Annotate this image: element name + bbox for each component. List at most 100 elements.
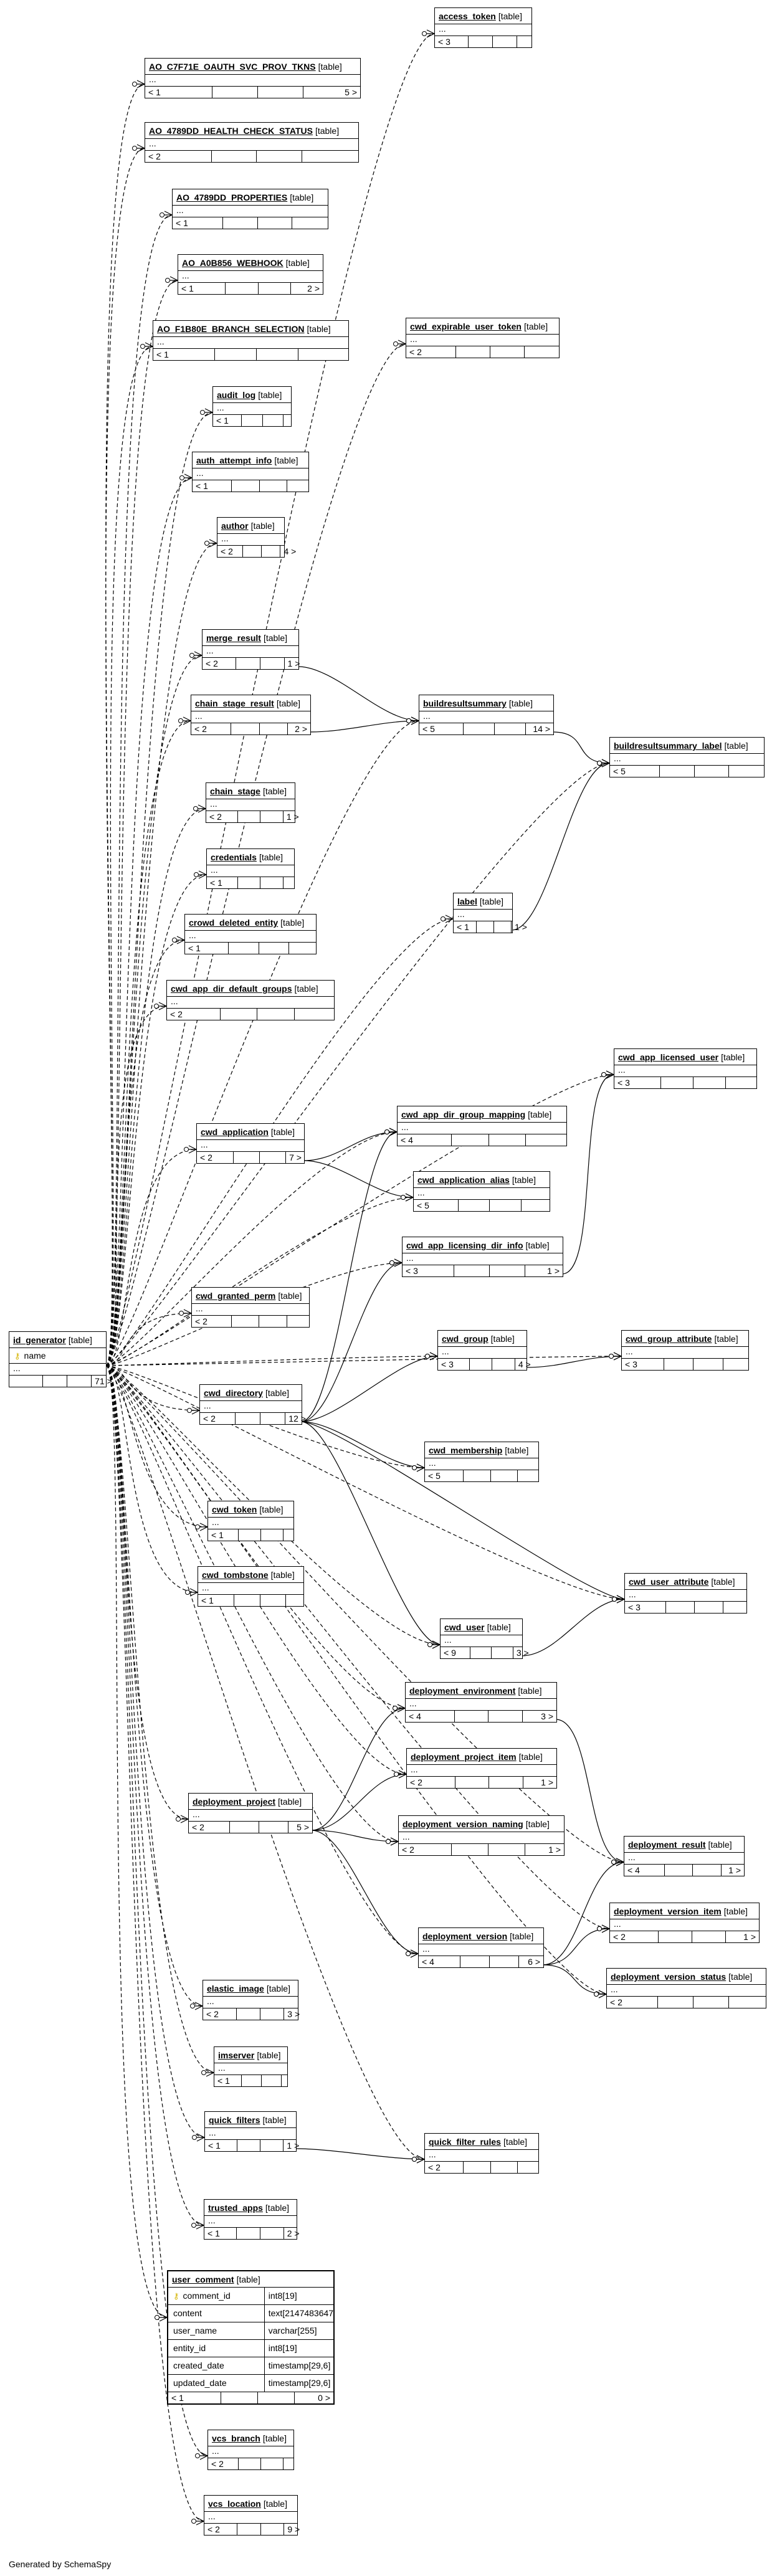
ao-c7f71e-children-count[interactable]: 5 >	[345, 87, 357, 97]
table-cwd-membership[interactable]: cwd_membership[table]...< 5	[424, 1442, 539, 1482]
deployment-version-status-name[interactable]: deployment_version_status	[611, 1972, 727, 1982]
table-cwd-granted-perm[interactable]: cwd_granted_perm[table]...< 2	[191, 1287, 310, 1328]
ao-4789dd-props-children-count[interactable]	[292, 217, 328, 229]
vcs-branch-children-count[interactable]	[284, 2458, 293, 2469]
cwd-group-attribute-children-count[interactable]	[723, 1359, 748, 1370]
quick-filter-rules-name[interactable]: quick_filter_rules	[429, 2137, 501, 2147]
quick-filter-rules-children-count[interactable]	[518, 2162, 538, 2173]
access-token-name[interactable]: access_token	[439, 11, 496, 21]
table-quick-filter-rules[interactable]: quick_filter_rules[table]...< 2	[424, 2133, 539, 2174]
ao-c7f71e-parents-count[interactable]: < 1	[145, 87, 212, 98]
deployment-version-status-children-count[interactable]	[729, 1997, 766, 2008]
table-cwd-app-dir-group-mapping[interactable]: cwd_app_dir_group_mapping[table]...< 4	[397, 1106, 567, 1146]
auth-attempt-parents-count[interactable]: < 1	[193, 480, 232, 492]
chain-stage-name[interactable]: chain_stage	[210, 786, 260, 796]
table-crowd-deleted[interactable]: crowd_deleted_entity[table]...< 1	[184, 914, 317, 954]
ao-f1b80e-parents-count[interactable]: < 1	[153, 349, 215, 360]
deployment-project-children-count[interactable]: 5 >	[297, 1822, 309, 1832]
cwd-application-name[interactable]: cwd_application	[201, 1127, 269, 1137]
credentials-name[interactable]: credentials	[211, 852, 257, 862]
cwd-app-dir-group-mapping-name[interactable]: cwd_app_dir_group_mapping	[401, 1110, 526, 1119]
deployment-version-parents-count[interactable]: < 4	[419, 1956, 460, 1967]
id-generator-name[interactable]: id_generator	[13, 1335, 66, 1345]
merge-result-name[interactable]: merge_result	[206, 633, 261, 643]
cwd-directory-parents-count[interactable]: < 2	[200, 1413, 236, 1424]
deployment-project-item-children-count[interactable]: 1 >	[541, 1777, 553, 1787]
id-generator-parents-count[interactable]	[9, 1376, 44, 1387]
vcs-location-name[interactable]: vcs_location	[208, 2499, 261, 2509]
cwd-app-licensed-user-parents-count[interactable]: < 3	[614, 1077, 661, 1088]
access-token-parents-count[interactable]: < 3	[435, 36, 469, 47]
user-comment-parents-count[interactable]: < 1	[168, 2392, 222, 2403]
access-token-children-count[interactable]	[517, 36, 531, 47]
cwd-expirable-name[interactable]: cwd_expirable_user_token	[410, 321, 522, 331]
deployment-version-children-count[interactable]: 6 >	[528, 1957, 540, 1967]
cwd-application-alias-parents-count[interactable]: < 5	[414, 1200, 459, 1211]
ao-4789dd-hc-name[interactable]: AO_4789DD_HEALTH_CHECK_STATUS	[149, 126, 313, 136]
vcs-location-parents-count[interactable]: < 2	[204, 2524, 237, 2535]
table-ao-4789dd-props[interactable]: AO_4789DD_PROPERTIES[table]...< 1	[172, 189, 328, 229]
table-cwd-user-attribute[interactable]: cwd_user_attribute[table]...< 3	[624, 1573, 747, 1614]
trusted-apps-name[interactable]: trusted_apps	[208, 2203, 263, 2213]
cwd-app-dir-default-groups-parents-count[interactable]: < 2	[167, 1009, 221, 1020]
cwd-token-name[interactable]: cwd_token	[212, 1504, 257, 1514]
ao-a0b856-name[interactable]: AO_A0B856_WEBHOOK	[182, 258, 284, 268]
vcs-location-children-count[interactable]: 9 >	[287, 2524, 300, 2534]
brs-label-parents-count[interactable]: < 5	[610, 766, 660, 777]
cwd-application-children-count[interactable]: 7 >	[289, 1153, 302, 1162]
cwd-expirable-children-count[interactable]	[525, 346, 559, 358]
quick-filter-rules-parents-count[interactable]: < 2	[425, 2162, 464, 2173]
table-ao-c7f71e[interactable]: AO_C7F71E_OAUTH_SVC_PROV_TKNS[table]...<…	[145, 58, 361, 98]
cwd-expirable-parents-count[interactable]: < 2	[406, 346, 456, 358]
table-auth-attempt[interactable]: auth_attempt_info[table]...< 1	[192, 452, 309, 492]
brs-label-name[interactable]: buildresultsummary_label	[614, 741, 722, 751]
table-cwd-group-attribute[interactable]: cwd_group_attribute[table]...< 3	[621, 1330, 749, 1371]
cwd-user-parents-count[interactable]: < 9	[441, 1647, 470, 1658]
chain-stage-result-parents-count[interactable]: < 2	[191, 723, 232, 734]
deployment-version-naming-parents-count[interactable]: < 2	[399, 1844, 452, 1855]
user-comment-children-count[interactable]: 0 >	[318, 2393, 330, 2403]
cwd-app-licensing-dir-info-children-count[interactable]: 1 >	[547, 1266, 560, 1276]
deployment-environment-parents-count[interactable]: < 4	[406, 1711, 455, 1722]
auth-attempt-name[interactable]: auth_attempt_info	[196, 455, 272, 465]
cwd-token-children-count[interactable]	[284, 1529, 293, 1541]
quick-filters-name[interactable]: quick_filters	[209, 2115, 260, 2125]
ao-4789dd-hc-parents-count[interactable]: < 2	[145, 151, 212, 162]
elastic-image-children-count[interactable]: 3 >	[287, 2009, 300, 2019]
cwd-tombstone-name[interactable]: cwd_tombstone	[202, 1570, 269, 1580]
table-cwd-tombstone[interactable]: cwd_tombstone[table]...< 1	[198, 1566, 304, 1607]
chain-stage-result-name[interactable]: chain_stage_result	[195, 698, 274, 708]
imserver-parents-count[interactable]: < 1	[214, 2075, 242, 2086]
table-imserver[interactable]: imserver[table]...< 1	[214, 2046, 288, 2087]
table-ao-f1b80e[interactable]: AO_F1B80E_BRANCH_SELECTION[table]...< 1	[153, 320, 349, 361]
trusted-apps-parents-count[interactable]: < 1	[204, 2228, 237, 2239]
audit-log-children-count[interactable]	[284, 415, 291, 426]
deployment-version-naming-children-count[interactable]: 1 >	[548, 1845, 561, 1855]
deployment-result-parents-count[interactable]: < 4	[624, 1865, 665, 1876]
label-parents-count[interactable]: < 1	[454, 921, 477, 933]
deployment-version-item-children-count[interactable]: 1 >	[743, 1932, 756, 1942]
table-id-generator[interactable]: id_generator[table]⚷name...71 >	[9, 1331, 112, 1387]
buildresultsummary-parents-count[interactable]: < 5	[419, 723, 464, 734]
buildresultsummary-name[interactable]: buildresultsummary	[423, 698, 507, 708]
deployment-project-item-parents-count[interactable]: < 2	[407, 1777, 456, 1788]
vcs-branch-parents-count[interactable]: < 2	[208, 2458, 239, 2469]
cwd-app-licensed-user-name[interactable]: cwd_app_licensed_user	[618, 1052, 719, 1062]
ao-c7f71e-name[interactable]: AO_C7F71E_OAUTH_SVC_PROV_TKNS	[149, 62, 316, 72]
deployment-version-naming-name[interactable]: deployment_version_naming	[403, 1819, 523, 1829]
cwd-token-parents-count[interactable]: < 1	[208, 1529, 239, 1541]
